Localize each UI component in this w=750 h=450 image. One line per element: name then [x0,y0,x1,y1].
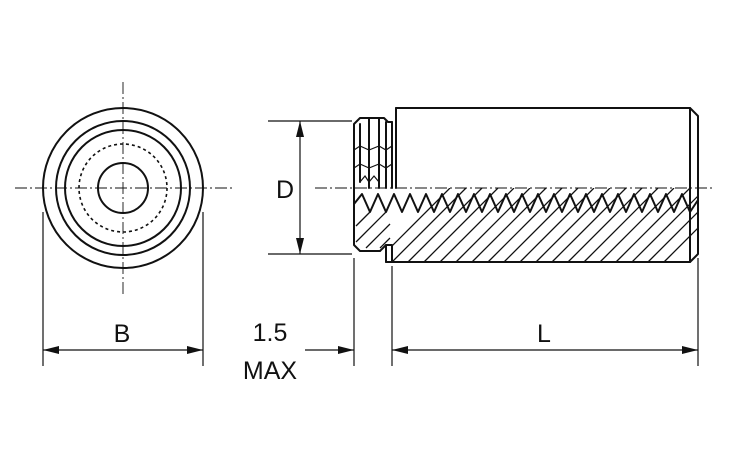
dimension-d: D [268,120,352,255]
dimension-l-arrow-right [682,346,698,354]
end-view [15,82,232,296]
end-view-outer-circle [42,107,204,269]
dimension-head-max-value: 1.5 [253,319,288,347]
dimension-b-arrow-left [43,346,59,354]
end-view-hidden-thread-circle [78,143,168,233]
dimension-b: B [42,212,204,366]
end-view-bore-circle [97,162,149,214]
dimension-head-max: 1.5 MAX [243,258,393,385]
dimension-d-arrow-top [296,121,304,137]
knurled-head-upper-outline [353,117,393,189]
section-hatching [392,188,697,263]
dimension-d-arrow-bottom [296,238,304,254]
section-lower-outline [353,187,699,263]
end-view-third-circle [64,129,182,247]
dimension-b-label: B [114,320,131,348]
dimension-head-arrow-left [338,346,354,354]
head-section-hatching [355,211,391,249]
body-upper-outline [395,107,699,189]
internal-thread-profile [353,193,699,213]
dimension-b-arrow-right [187,346,203,354]
end-view-second-circle [55,120,191,256]
knurl-ridges [353,117,393,189]
dimension-l-arrow-left [392,346,408,354]
dimension-l-label: L [537,320,551,348]
side-view [315,107,715,263]
dimension-d-label: D [276,176,294,204]
dimension-head-max-unit: MAX [243,357,298,385]
dimension-l: L [392,258,699,366]
